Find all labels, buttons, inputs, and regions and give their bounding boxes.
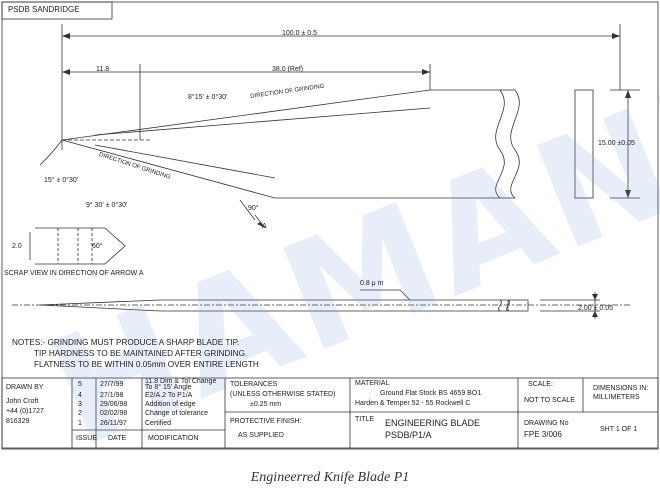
angle-90-label: 90°: [248, 205, 259, 212]
revision-mod: 11.8 Dim & Tol Change To 8° 15' Angle: [145, 378, 217, 391]
revision-date: 29/06/98: [100, 401, 128, 408]
blade-bottom-edge: [61, 139, 500, 199]
material-line-2: Harden & Temper 52 - 55 Rockwell C: [355, 400, 471, 407]
title-block-frame: [1, 377, 659, 449]
material-label: MATERIAL: [355, 380, 390, 387]
phone-line-1: +44 (0)1727: [6, 408, 44, 415]
drawn-by-label: DRAWN BY: [6, 384, 44, 391]
tolerances-value: ±0.25 mm: [250, 401, 282, 408]
side-view-top: [39, 299, 508, 306]
issue-header: ISSUE: [76, 435, 98, 442]
drawing-number: FPE 3/006: [524, 430, 562, 439]
finish-value: AS SUPPLIED: [238, 432, 284, 439]
notes-block: NOTES:- GRINDING MUST PRODUCE A SHARP BL…: [12, 337, 259, 370]
drawing-number-label: DRAWING No: [524, 420, 569, 427]
width-label: 15.00 ±0.05: [598, 140, 635, 147]
scale-label: SCALE:: [528, 381, 553, 388]
phone-line-2: 816329: [6, 418, 30, 425]
revision-mod: Addition of edge: [145, 401, 196, 408]
revision-issue: 4: [78, 392, 82, 399]
revision-issue: 3: [78, 401, 82, 408]
scrap-20-label: 2.0: [12, 243, 22, 250]
drawing-part-number: PSDB/P1/A: [385, 430, 432, 440]
header-tag-box: [1, 1, 113, 20]
tip-offset-label: 11.8: [96, 66, 110, 73]
bottom-angle-label: 9° 30' ± 0°30': [86, 202, 128, 209]
revision-issue: 1: [78, 420, 82, 427]
break-line-2: [510, 89, 520, 199]
figure-caption: Engineerred Knife Blade P1: [250, 470, 410, 485]
ref-length-label: 38.0 (Ref): [272, 66, 304, 73]
arrow-a-label: A: [262, 223, 267, 230]
top-angle-label: 8°15' ± 0°30': [188, 94, 228, 101]
note-line: TIP HARDNESS TO BE MAINTAINED AFTER GRIN…: [34, 349, 248, 358]
surface-finish-label: 0.8 μ m: [360, 280, 384, 287]
revision-date: 27/1/98: [100, 392, 124, 399]
blade-end-view: [574, 89, 594, 199]
finish-label: PROTECTIVE FINISH:: [230, 418, 302, 425]
dimensions-label: DIMENSIONS IN:: [593, 385, 649, 392]
dimensions-unit: MILLIMETERS: [593, 394, 640, 401]
revision-issue: 2: [78, 410, 82, 417]
break-line-1: [495, 89, 505, 199]
scrap-view-shape: [35, 227, 126, 265]
thickness-label: 2.00 ± 0.05: [578, 305, 613, 312]
note-line: NOTES:- GRINDING MUST PRODUCE A SHARP BL…: [12, 338, 240, 347]
revision-date: 26/11/97: [100, 420, 127, 427]
drawing-title: ENGINEERING BLADE: [385, 418, 481, 428]
title-label: TITLE: [355, 416, 375, 423]
scrap-60-label: 60°: [92, 243, 103, 250]
revision-date: 27/7/99: [100, 381, 124, 388]
revision-mod: E2/A.2 To P1/A: [145, 392, 193, 399]
angle-15-label: 15° ± 0°30': [44, 177, 79, 184]
revision-mod: Certified: [145, 420, 172, 427]
revision-date: 02/02/98: [100, 410, 128, 417]
scale-value: NOT TO SCALE: [524, 397, 575, 404]
drawn-by-name: John Croft: [6, 398, 39, 405]
tolerances-sub: (UNLESS OTHERWISE STATED): [230, 391, 336, 398]
revision-issue: 5: [78, 381, 82, 388]
revision-mod: Change of tolerance: [145, 410, 209, 417]
note-line: FLATNESS TO BE WITHIN 0.05mm OVER ENTIRE…: [34, 360, 259, 369]
overall-length-label: 100.0 ± 0.5: [282, 30, 317, 37]
header-tag: PSDB SANDRIDGE: [8, 5, 80, 14]
date-header: DATE: [108, 435, 127, 442]
sheet-number: SHT 1 OF 1: [600, 426, 638, 433]
material-line-1: Ground Flat Stock BS 4659 BO1: [380, 390, 482, 397]
drawing-border: [1, 1, 659, 450]
modification-header: MODIFICATION: [148, 435, 199, 442]
scrap-view-caption: SCRAP VIEW IN DIRECTION OF ARROW A: [4, 270, 144, 277]
blade-top-edge: [61, 89, 500, 141]
tolerances-label: TOLERANCES: [230, 381, 278, 388]
side-view-bottom: [39, 304, 508, 312]
